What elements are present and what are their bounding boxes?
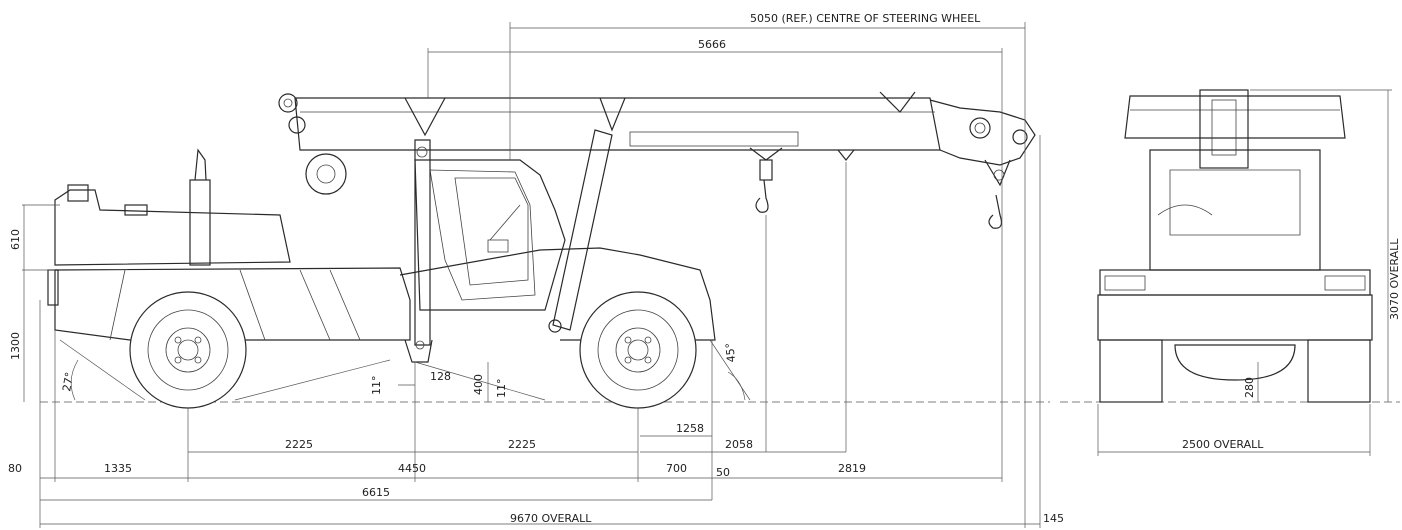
- dim-front-1258: 1258: [676, 422, 704, 435]
- dim-rear-counterweight: 610: [9, 229, 22, 250]
- dim-deck-height: 1300: [9, 332, 22, 360]
- front-wheel: [579, 291, 697, 409]
- side-view: [22, 22, 1050, 528]
- dim-departure-angle: 45°: [723, 342, 738, 363]
- dim-height-400: 400: [472, 374, 485, 395]
- dim-boom-length: 5666: [698, 38, 726, 51]
- dim-steering-ref: 5050 (REF.) CENTRE OF STEERING WHEEL: [750, 12, 981, 25]
- dim-front-145: 145: [1043, 512, 1064, 525]
- front-view: [1060, 89, 1400, 456]
- dim-body-length: 6615: [362, 486, 390, 499]
- dim-left-2225: 2225: [285, 438, 313, 451]
- dim-right-2225: 2225: [508, 438, 536, 451]
- dim-rear-80: 80: [8, 462, 22, 475]
- dim-rear-1335: 1335: [104, 462, 132, 475]
- dim-angle-11a: 11°: [370, 376, 383, 396]
- dim-overall-height: 3070 OVERALL: [1388, 238, 1401, 320]
- dim-front-2058: 2058: [725, 438, 753, 451]
- dim-front-700: 700: [666, 462, 687, 475]
- dim-angle-11b: 11°: [495, 379, 508, 399]
- dim-offset-128: 128: [430, 370, 451, 383]
- rear-wheel: [129, 291, 247, 409]
- dim-overall-length: 9670 OVERALL: [510, 512, 592, 525]
- dim-ground-clearance: 280: [1243, 377, 1256, 398]
- dim-front-2819: 2819: [838, 462, 866, 475]
- dim-overall-width: 2500 OVERALL: [1182, 438, 1264, 451]
- dim-approach-angle: 27°: [60, 371, 76, 392]
- dim-wheelbase: 4450: [398, 462, 426, 475]
- dim-front-50: 50: [716, 466, 730, 479]
